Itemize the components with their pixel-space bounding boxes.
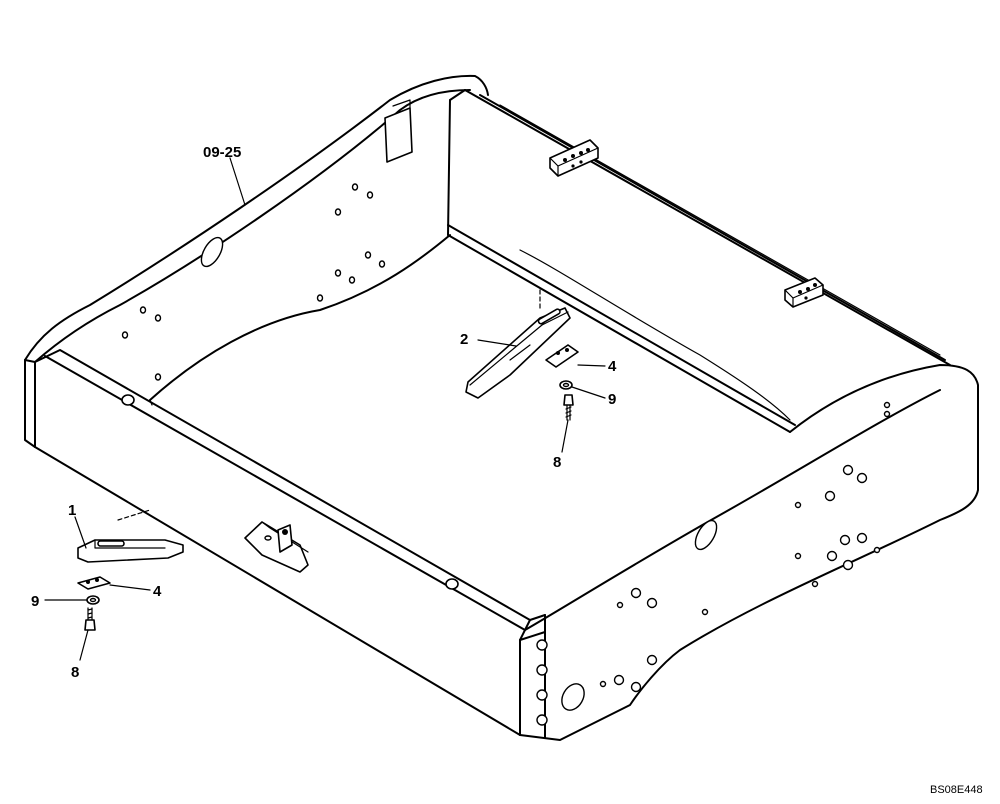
lift-bracket xyxy=(384,99,413,163)
label-part-4-right: 4 xyxy=(608,358,617,375)
washer-9-left xyxy=(86,595,100,605)
plate-4-left xyxy=(77,576,111,590)
bolt-8-right xyxy=(563,394,574,421)
drawing-reference: BS08E448 xyxy=(930,784,983,796)
left-plate-holes xyxy=(121,183,386,381)
label-part-1: 1 xyxy=(68,502,76,519)
washer-9-right xyxy=(559,380,573,390)
label-part-9-left: 9 xyxy=(31,593,39,610)
label-part-9-right: 9 xyxy=(608,391,616,408)
rail-clamp-upper xyxy=(549,139,599,177)
rail-clamp-lower xyxy=(784,277,824,308)
frame-body xyxy=(24,74,979,741)
label-part-8-left: 8 xyxy=(71,664,79,681)
cutting-edge-left xyxy=(77,509,184,563)
label-part-4-left: 4 xyxy=(153,583,162,600)
hinge-bracket xyxy=(244,521,309,573)
leader-lines xyxy=(44,157,606,661)
cutting-edge-right xyxy=(465,289,571,399)
plate-4-right xyxy=(545,344,579,368)
label-frame: 09-25 xyxy=(203,144,241,161)
label-part-8-right: 8 xyxy=(553,454,561,471)
label-part-2: 2 xyxy=(460,331,468,348)
beam-bosses xyxy=(121,394,459,590)
right-plate-holes xyxy=(536,401,891,726)
bolt-8-left xyxy=(84,607,96,631)
